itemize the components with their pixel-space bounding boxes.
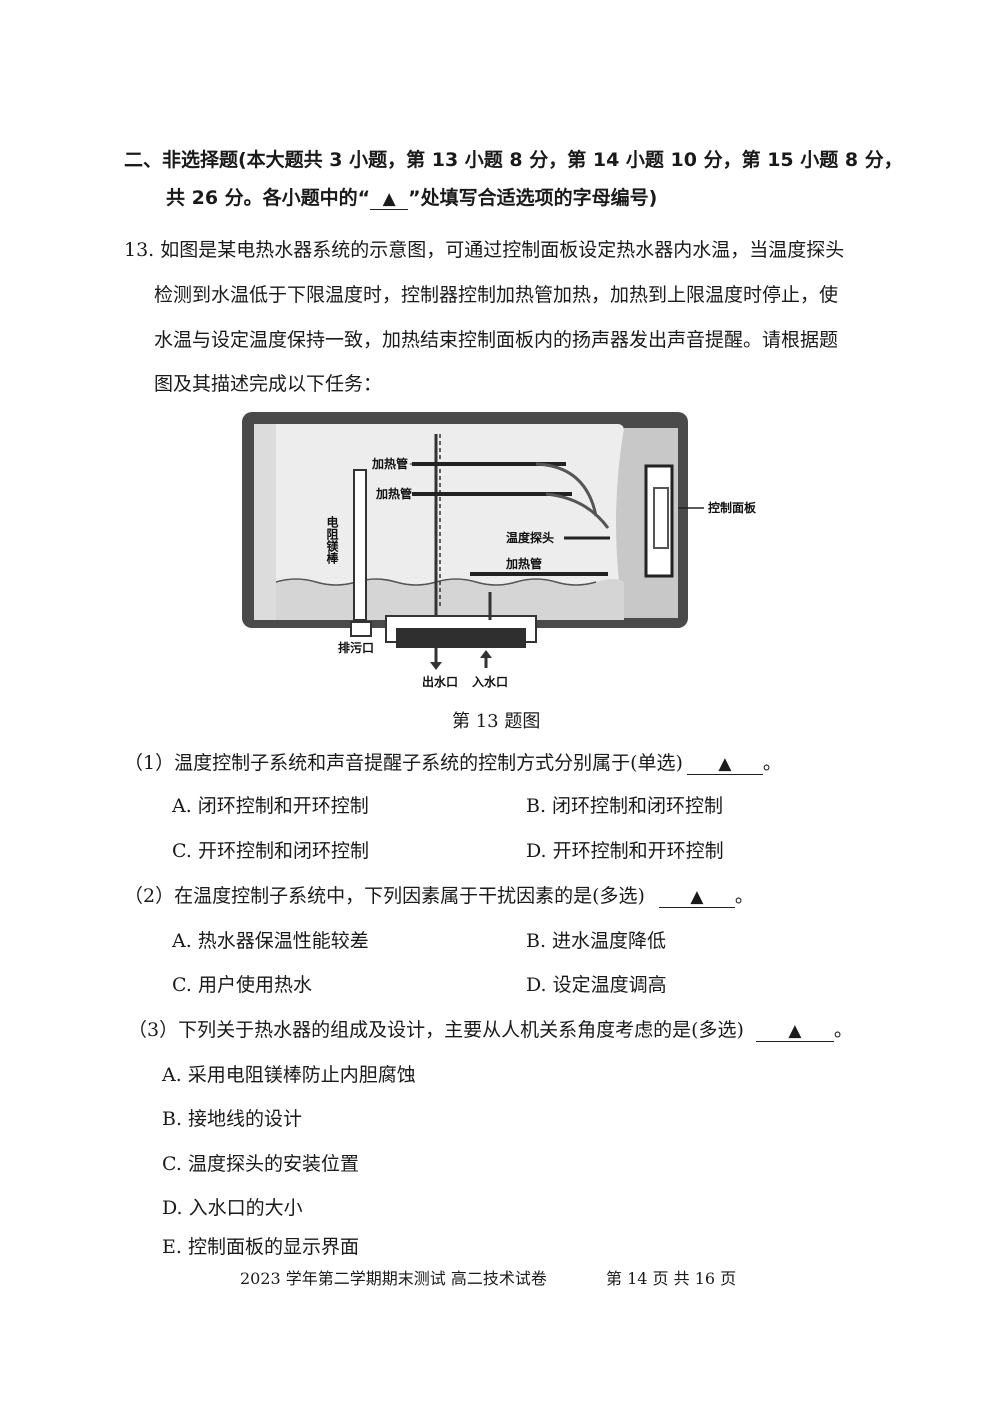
drain-valve: [350, 621, 372, 637]
sub2-option-b: B. 进水温度降低: [526, 930, 667, 952]
subquestion-1-blank: ▲: [686, 752, 763, 775]
subquestion-1-text: （1）温度控制子系统和声音提醒子系统的控制方式分别属于(单选): [124, 752, 683, 774]
triangle-mark: ▲: [382, 189, 396, 209]
label-drain: 排污口: [338, 640, 374, 655]
control-panel-inner: [653, 487, 669, 549]
sub3-option-c: C. 温度探头的安装位置: [162, 1153, 359, 1175]
label-heater-mid: 加热管: [375, 486, 412, 501]
footer-exam-title: 2023 学年第二学期期末测试 高二技术试卷: [240, 1269, 547, 1288]
subquestion-3-text: （3）下列关于热水器的组成及设计，主要从人机关系角度考虑的是(多选): [128, 1019, 744, 1041]
sub3-option-b: B. 接地线的设计: [162, 1108, 303, 1130]
question-stem-line2: 检测到水温低于下限温度时，控制器控制加热管加热，加热到上限温度时停止，使: [154, 284, 839, 306]
sub3-option-a: A. 采用电阻镁棒防止内胆腐蚀: [162, 1064, 416, 1086]
answer-blank: ▲: [370, 187, 409, 210]
subquestion-1-end: 。: [762, 752, 782, 774]
heater-bend-mid: [545, 492, 610, 529]
footer-page-number: 第 14 页 共 16 页: [606, 1269, 737, 1288]
label-heater-top: 加热管: [371, 456, 408, 471]
label-outlet: 出水口: [422, 674, 458, 689]
figure-caption: 第 13 题图: [452, 711, 541, 732]
label-rod: 电阻镁棒: [325, 515, 339, 565]
left-cap: [254, 424, 276, 620]
triangle-mark: ▲: [718, 754, 732, 774]
section-heading-post: ”处填写合适选项的字母编号): [408, 187, 658, 209]
subquestion-2-blank: ▲: [658, 885, 735, 908]
subquestion-2-text: （2）在温度控制子系统中，下列因素属于干扰因素的是(多选): [124, 885, 645, 907]
inlet-arrow: [480, 650, 492, 658]
water-heater-diagram: 加热管 加热管 加热管 温度探头 控制面板 电阻镁棒 排污口 出水口 入水口: [242, 412, 757, 689]
sub1-option-a: A. 闭环控制和开环控制: [172, 795, 369, 817]
heater-bend-top: [535, 462, 598, 517]
sub1-option-b: B. 闭环控制和闭环控制: [526, 795, 724, 817]
magnesium-rod: [353, 469, 367, 621]
question-stem-line1: 13. 如图是某电热水器系统的示意图，可通过控制面板设定热水器内水温，当温度探头: [124, 239, 845, 261]
label-panel: 控制面板: [708, 500, 757, 515]
label-probe: 温度探头: [506, 530, 554, 545]
sub3-option-d: D. 入水口的大小: [162, 1197, 303, 1219]
subquestion-1: （1）温度控制子系统和声音提醒子系统的控制方式分别属于(单选) ▲ 。: [124, 748, 782, 775]
triangle-mark: ▲: [788, 1021, 802, 1041]
sub1-option-d: D. 开环控制和开环控制: [526, 840, 724, 862]
outlet-arrow: [430, 662, 442, 670]
label-inlet: 入水口: [472, 674, 508, 689]
sub3-option-e: E. 控制面板的显示界面: [162, 1236, 359, 1258]
sub2-option-c: C. 用户使用热水: [172, 974, 312, 996]
question-stem-line3: 水温与设定温度保持一致，加热结束控制面板内的扬声器发出声音提醒。请根据题: [154, 329, 839, 351]
sub2-option-d: D. 设定温度调高: [526, 974, 667, 996]
label-heater-low: 加热管: [505, 556, 542, 571]
subquestion-3-blank: ▲: [755, 1019, 834, 1042]
subquestion-2: （2）在温度控制子系统中，下列因素属于干扰因素的是(多选) ▲ 。: [124, 881, 754, 908]
inner-tank: [254, 424, 624, 620]
question-stem-line4: 图及其描述完成以下任务：: [154, 373, 383, 395]
section-heading-line2: 共 26 分。各小题中的“ ▲ ”处填写合适选项的字母编号): [166, 183, 657, 210]
sub1-option-c: C. 开环控制和闭环控制: [172, 840, 369, 862]
subquestion-3-end: 。: [833, 1019, 853, 1041]
section-heading-line1: 二、非选择题(本大题共 3 小题，第 13 小题 8 分，第 14 小题 10 …: [124, 149, 903, 171]
triangle-mark: ▲: [690, 887, 704, 907]
flange-stack: [396, 628, 526, 648]
section-heading-pre: 共 26 分。各小题中的“: [166, 187, 371, 209]
sub2-option-a: A. 热水器保温性能较差: [172, 930, 369, 952]
subquestion-3: （3）下列关于热水器的组成及设计，主要从人机关系角度考虑的是(多选) ▲ 。: [128, 1015, 853, 1042]
subquestion-2-end: 。: [734, 885, 754, 907]
